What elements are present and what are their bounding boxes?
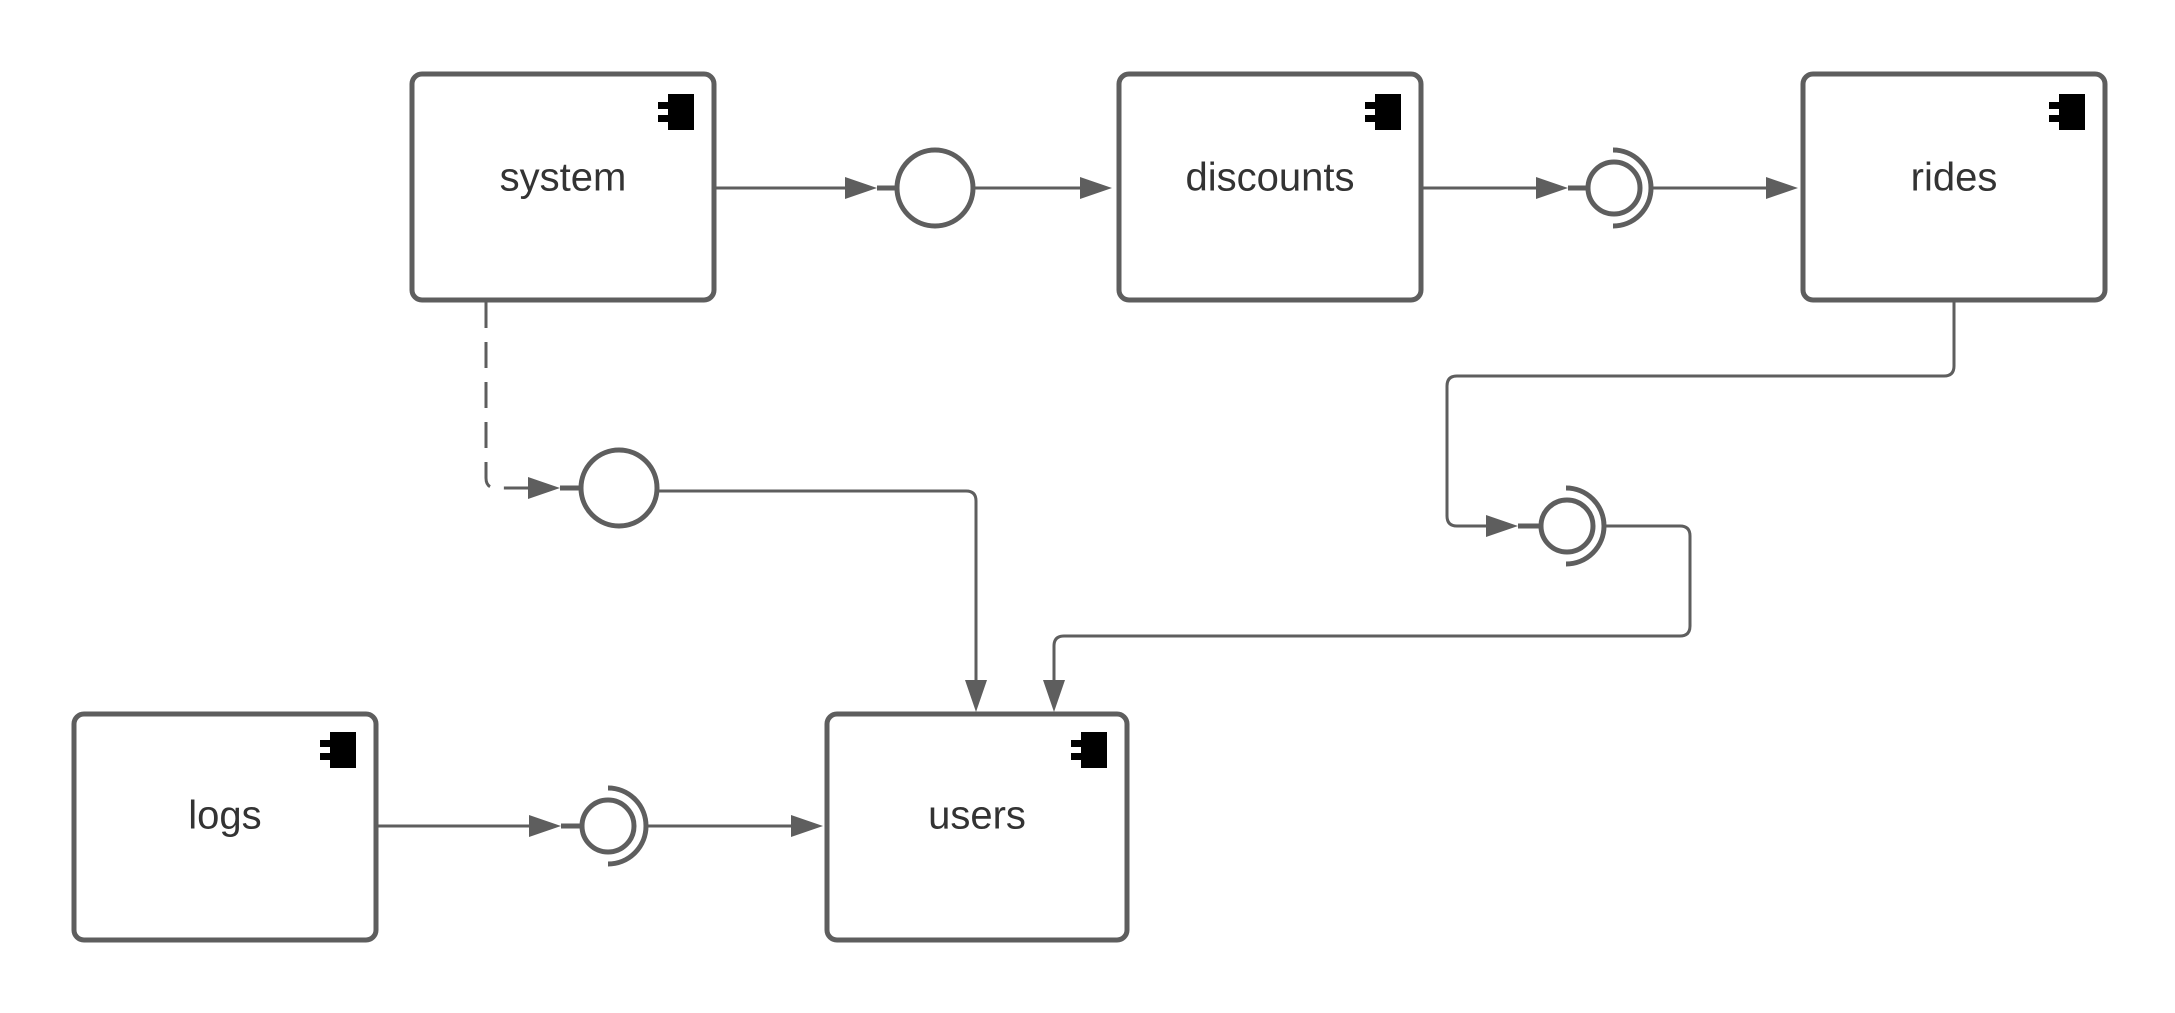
component-label-users: users: [928, 794, 1026, 838]
provided-interface-icon[interactable]: [894, 147, 976, 229]
socket-interface-icon: [1612, 147, 1654, 229]
socket-interface-icon: [1565, 485, 1607, 567]
component-rides[interactable]: rides: [1800, 71, 2108, 303]
connection-logs-users[interactable]: [378, 785, 823, 867]
component-label-rides: rides: [1911, 156, 1998, 200]
connection-system-discounts[interactable]: [716, 147, 1112, 229]
connection-discounts-rides[interactable]: [1423, 147, 1798, 229]
component-system[interactable]: system: [409, 71, 717, 303]
connection-system-users[interactable]: [484, 302, 987, 712]
component-label-logs: logs: [188, 794, 261, 838]
provided-interface-icon[interactable]: [578, 447, 660, 529]
component-users[interactable]: users: [824, 711, 1130, 943]
assembly-interface-ball-icon[interactable]: [1538, 497, 1596, 555]
component-label-discounts: discounts: [1186, 156, 1355, 200]
connection-rides-users[interactable]: [1043, 302, 1956, 712]
assembly-interface-ball-icon[interactable]: [579, 797, 637, 855]
component-discounts[interactable]: discounts: [1116, 71, 1424, 303]
assembly-interface-ball-icon[interactable]: [1585, 159, 1643, 217]
component-logs[interactable]: logs: [71, 711, 379, 943]
component-label-system: system: [500, 156, 627, 200]
